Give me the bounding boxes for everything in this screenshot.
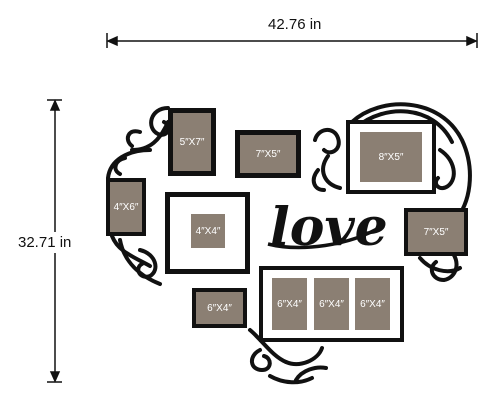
photo-frame-6x4-single: 6″X4″ xyxy=(192,288,247,328)
photo-frame-4x6: 4″X6″ xyxy=(106,178,146,236)
frame-size-label: 7″X5″ xyxy=(423,226,449,238)
frame-size-label: 6″X4″ xyxy=(277,298,302,310)
photo-placeholder: 6″X4″ xyxy=(314,278,349,330)
frame-size-label: 5″X7″ xyxy=(179,136,205,148)
frame-size-label: 8″X5″ xyxy=(378,151,404,163)
width-dimension-label: 42.76 in xyxy=(266,16,324,33)
frame-size-label: 6″X4″ xyxy=(360,298,385,310)
frame-size-label: 6″X4″ xyxy=(319,298,344,310)
frame-size-label: 4″X4″ xyxy=(195,225,221,237)
photo-placeholder: 6″X4″ xyxy=(196,292,243,324)
frame-size-label: 7″X5″ xyxy=(255,148,281,160)
photo-frame-7x5-right: 7″X5″ xyxy=(404,208,468,256)
photo-placeholder: 6″X4″ xyxy=(355,278,390,330)
photo-placeholder: 8″X5″ xyxy=(360,132,422,182)
photo-placeholder: 7″X5″ xyxy=(240,135,296,173)
height-dimension-label: 32.71 in xyxy=(18,232,72,253)
photo-frame-7x5-top: 7″X5″ xyxy=(235,130,301,178)
photo-frame-5x7: 5″X7″ xyxy=(168,108,216,176)
photo-placeholder: 6″X4″ xyxy=(272,278,307,330)
photo-placeholder: 4″X6″ xyxy=(110,182,142,232)
frame-size-label: 4″X6″ xyxy=(113,201,139,213)
photo-placeholder: 7″X5″ xyxy=(408,212,464,252)
photo-frame-triple-6x4: 6″X4″ 6″X4″ 6″X4″ xyxy=(259,266,404,342)
frame-size-label: 6″X4″ xyxy=(207,302,232,314)
photo-frame-8x5: 8″X5″ xyxy=(346,120,436,194)
photo-placeholder: 4″X4″ xyxy=(191,214,225,248)
photo-placeholder: 5″X7″ xyxy=(173,113,211,171)
photo-frame-4x4: 4″X4″ xyxy=(165,192,250,274)
